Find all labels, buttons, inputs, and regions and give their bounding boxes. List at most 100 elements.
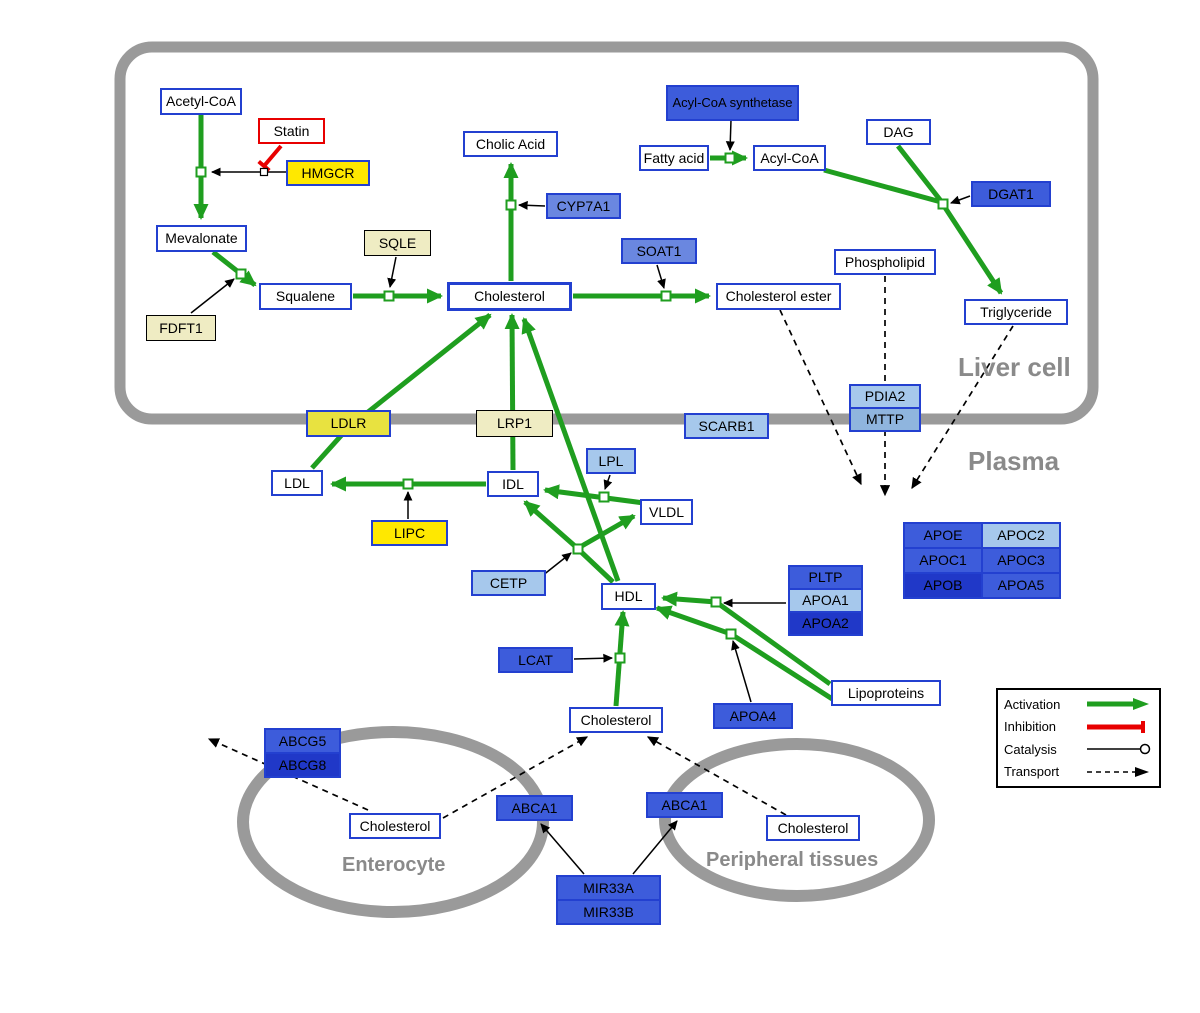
inhibition-line — [262, 144, 283, 168]
transport-triglyceride-plasma — [911, 325, 1014, 490]
liver-cell-label: Liver cell — [958, 352, 1071, 382]
node-acyl-coa[interactable]: Acyl-CoA — [753, 145, 826, 171]
legend-activation-label: Activation — [1004, 696, 1061, 712]
node-mir33a[interactable]: MIR33A — [556, 875, 661, 901]
activation-cetp-idl — [523, 500, 578, 549]
node-cholesterol-liver[interactable]: Cholesterol — [447, 282, 572, 311]
node-ldlr[interactable]: LDLR — [306, 410, 391, 437]
node-mir33b[interactable]: MIR33B — [556, 899, 661, 925]
catalysis-lpl — [603, 474, 613, 490]
node-mttp[interactable]: MTTP — [849, 407, 921, 432]
enterocyte-label: Enterocyte — [342, 854, 446, 876]
node-apoc1[interactable]: APOC1 — [903, 547, 983, 574]
node-hmgcr[interactable]: HMGCR — [286, 160, 370, 186]
node-lrp1[interactable]: LRP1 — [476, 410, 553, 437]
catalysis-soat1 — [656, 264, 666, 290]
node-mevalonate[interactable]: Mevalonate — [156, 225, 247, 252]
node-cholesterol-enterocyte[interactable]: Cholesterol — [349, 813, 441, 839]
node-lcat[interactable]: LCAT — [498, 647, 573, 673]
node-soat1[interactable]: SOAT1 — [621, 238, 697, 264]
catalysis-acylcoa-synthetase — [725, 119, 735, 152]
node-fatty-acid[interactable]: Fatty acid — [639, 145, 709, 171]
node-lipc[interactable]: LIPC — [371, 520, 448, 546]
legend-row-inhibition: Inhibition — [1004, 717, 1153, 737]
catalysis-cyp7a1 — [517, 200, 546, 210]
node-abcg8[interactable]: ABCG8 — [264, 752, 341, 778]
node-phospholipid[interactable]: Phospholipid — [834, 249, 936, 275]
regulation-mir33-abca1-right — [632, 820, 678, 875]
node-hdl[interactable]: HDL — [601, 583, 656, 610]
transport-cholesterol-abca1-peripheral — [646, 736, 787, 816]
node-abca1-enterocyte[interactable]: ABCA1 — [496, 795, 573, 821]
node-squalene[interactable]: Squalene — [259, 283, 352, 310]
node-cyp7a1[interactable]: CYP7A1 — [546, 193, 621, 219]
transport-edges — [207, 276, 1014, 819]
transport-cholesterol-abca1-enterocyte — [442, 736, 589, 819]
catalysis-cetp — [541, 552, 572, 577]
catalysis-edges — [190, 119, 971, 875]
node-abca1-peripheral[interactable]: ABCA1 — [646, 792, 723, 818]
activation-hdl-cetp-node — [576, 547, 615, 584]
catalysis-fdft1 — [190, 278, 235, 314]
node-pdia2[interactable]: PDIA2 — [849, 384, 921, 409]
node-dag[interactable]: DAG — [866, 119, 931, 145]
transport-dashed-arrow-icon — [1087, 766, 1149, 777]
catalysis-circle-icon — [1087, 743, 1151, 755]
activation-hdl-cholesterol — [521, 317, 621, 582]
node-vldl[interactable]: VLDL — [640, 499, 693, 525]
node-scarb1[interactable]: SCARB1 — [684, 413, 769, 439]
activation-mevalonate-squalene — [211, 250, 257, 287]
activation-cetp-vldl — [578, 513, 636, 550]
node-apoe[interactable]: APOE — [903, 522, 983, 549]
node-cholic-acid[interactable]: Cholic Acid — [463, 131, 558, 157]
node-apoc2[interactable]: APOC2 — [981, 522, 1061, 549]
activation-acylcoa-junction — [823, 167, 942, 205]
transport-cholesterol-abcg5g8-out — [207, 738, 369, 811]
node-cholesterol-plasma[interactable]: Cholesterol — [569, 707, 663, 733]
statin-inhibition-node — [259, 167, 269, 177]
node-idl[interactable]: IDL — [487, 471, 539, 497]
catalysis-dgat1 — [950, 195, 971, 205]
node-fdft1[interactable]: FDFT1 — [146, 315, 216, 341]
node-statin[interactable]: Statin — [258, 118, 325, 144]
catalysis-apoa4 — [731, 639, 752, 703]
node-dgat1[interactable]: DGAT1 — [971, 181, 1051, 207]
node-apoa1[interactable]: APOA1 — [788, 588, 863, 613]
node-apoa4[interactable]: APOA4 — [713, 703, 793, 729]
activation-idl-cholesterol-via-lrp1 — [504, 313, 520, 471]
node-pltp[interactable]: PLTP — [788, 565, 863, 590]
node-apoa2[interactable]: APOA2 — [788, 611, 863, 636]
liver-cell-membrane — [114, 41, 1099, 425]
node-cholesterol-peripheral[interactable]: Cholesterol — [766, 815, 860, 841]
node-lipoproteins[interactable]: Lipoproteins — [831, 680, 941, 706]
legend-catalysis-label: Catalysis — [1004, 741, 1057, 757]
catalysis-sqle — [387, 256, 397, 289]
catalysis-lcat — [573, 653, 614, 663]
activation-junction-triglyceride — [941, 204, 1004, 295]
node-cholesterol-ester[interactable]: Cholesterol ester — [716, 283, 841, 310]
inhibition-tee-icon — [1087, 720, 1145, 733]
node-ldl[interactable]: LDL — [271, 470, 323, 496]
node-abcg5[interactable]: ABCG5 — [264, 728, 341, 754]
node-triglyceride[interactable]: Triglyceride — [964, 299, 1068, 325]
node-acyl-coa-synthetase[interactable]: Acyl-CoA synthetase — [666, 85, 799, 121]
regulation-mir33-abca1-left — [540, 823, 585, 875]
node-apoa5[interactable]: APOA5 — [981, 572, 1061, 599]
legend-row-transport: Transport — [1004, 762, 1153, 782]
legend-row-activation: Activation — [1004, 694, 1153, 714]
legend-row-catalysis: Catalysis — [1004, 739, 1153, 759]
activation-arrow-icon — [1087, 698, 1149, 711]
plasma-label: Plasma — [968, 446, 1060, 476]
peripheral-tissues-label: Peripheral tissues — [706, 849, 879, 871]
node-acetyl-coa[interactable]: Acetyl-CoA — [160, 88, 242, 115]
node-apoc3[interactable]: APOC3 — [981, 547, 1061, 574]
node-apob[interactable]: APOB — [903, 572, 983, 599]
node-cetp[interactable]: CETP — [471, 570, 546, 596]
legend-transport-label: Transport — [1004, 764, 1060, 780]
activation-dag-junction — [896, 144, 943, 203]
node-sqle[interactable]: SQLE — [364, 230, 431, 256]
node-lpl[interactable]: LPL — [586, 448, 636, 474]
activation-vldl-idl — [543, 484, 645, 506]
